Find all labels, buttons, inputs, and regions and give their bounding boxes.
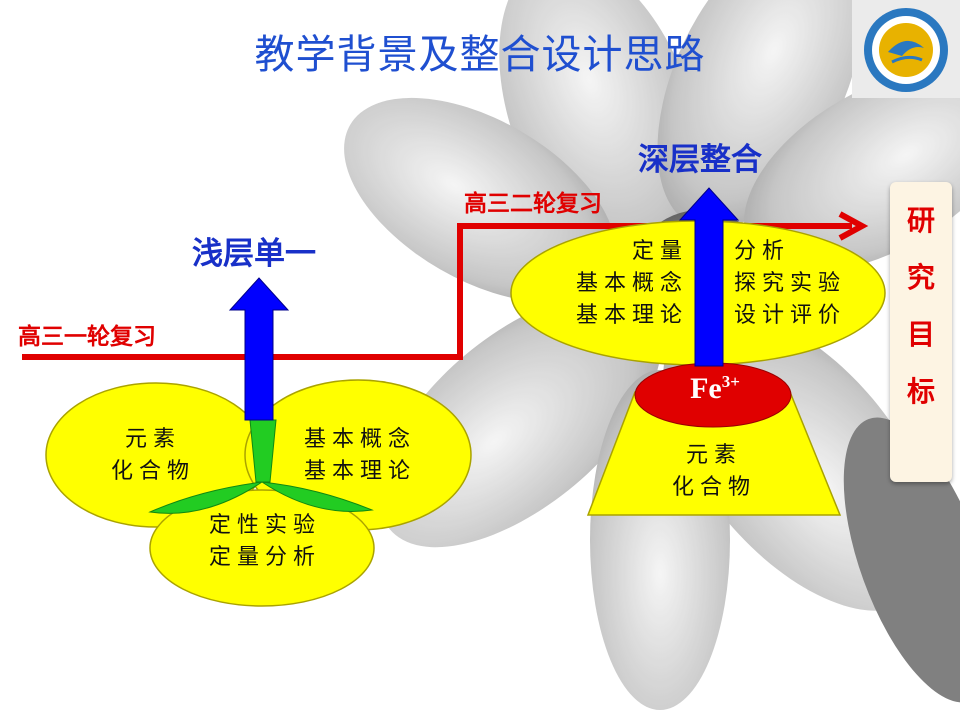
review-label-second: 高三二轮复习 bbox=[464, 191, 602, 217]
fe-ion-label: Fe3+ bbox=[640, 372, 790, 406]
research-goal-box: 研究目标 bbox=[890, 182, 952, 482]
stage-label-deep: 深层整合 bbox=[638, 142, 762, 178]
oval-text-deep-right: 分析 探究实验 设计评价 bbox=[734, 239, 847, 328]
research-goal-char: 标 bbox=[906, 375, 935, 408]
trapezoid-text: 元素 化合物 bbox=[671, 443, 756, 500]
leaf-left bbox=[148, 481, 263, 514]
oval-text-deep-left: 定量 基本概念 基本理论 bbox=[575, 239, 688, 328]
oval-text-concepts: 基本概念 基本理论 bbox=[303, 427, 416, 484]
research-goal-text: 研究目标 bbox=[890, 182, 952, 420]
research-goal-char: 究 bbox=[906, 261, 935, 294]
oval-text-elements: 元素 化合物 bbox=[110, 427, 195, 484]
fe-ion-charge: 3+ bbox=[721, 372, 740, 391]
oval-text-experiments: 定性实验 定量分析 bbox=[208, 513, 321, 570]
stage-label-shallow: 浅层单一 bbox=[192, 236, 316, 272]
logo-panel bbox=[852, 0, 960, 98]
review-label-first: 高三一轮复习 bbox=[18, 324, 156, 350]
leaf-right bbox=[261, 481, 374, 512]
fe-ion-base: Fe bbox=[690, 372, 722, 405]
research-goal-char: 研 bbox=[906, 204, 935, 237]
blue-arrow-left bbox=[228, 277, 290, 421]
page-title: 教学背景及整合设计思路 bbox=[254, 32, 706, 78]
research-goal-char: 目 bbox=[906, 318, 935, 351]
oval-experiments bbox=[149, 489, 375, 607]
blue-arrow-right bbox=[678, 187, 740, 367]
school-logo bbox=[864, 8, 948, 92]
